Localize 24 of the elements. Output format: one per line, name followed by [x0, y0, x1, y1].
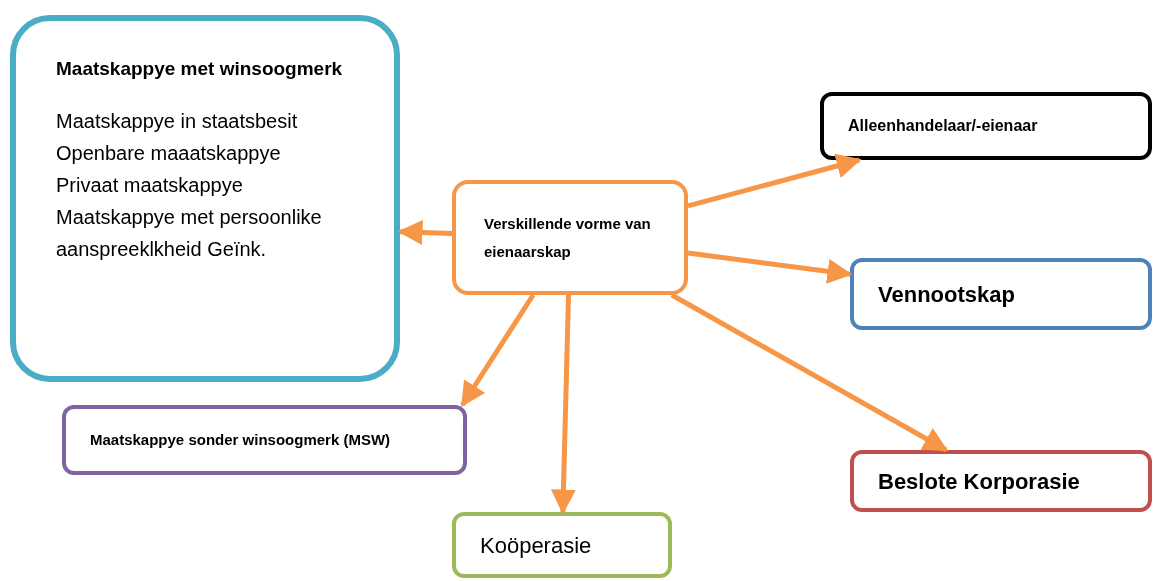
arrow [687, 153, 862, 209]
arrow [397, 219, 453, 245]
arrow [670, 292, 949, 453]
box-text: Maatskappye sonder winsoogmerk (MSW) [90, 429, 392, 450]
box-heading: Maatskappye met winsoogmerk [56, 57, 344, 81]
category-box [452, 512, 672, 578]
box-text: Maatskappye met persoonlike aanspreeklkheid Geïnk. [56, 205, 323, 262]
arrow [687, 250, 853, 284]
box-text: Alleenhandelaar/-eienaar [848, 116, 1039, 136]
center-box [452, 180, 688, 295]
category-box [62, 405, 467, 475]
category-box [10, 15, 400, 382]
category-box [850, 258, 1152, 330]
category-box [850, 450, 1152, 512]
box-text: Verskillende vorme van eienaarskap [484, 213, 652, 262]
box-text: Maatskappye in staatsbesit [56, 109, 299, 134]
box-text: Koöperasie [480, 531, 593, 560]
arrow [460, 293, 536, 408]
box-text: Openbare maaatskappye [56, 141, 282, 166]
box-text: Beslote Korporasie [878, 467, 1081, 496]
box-text: Vennootskap [878, 280, 1016, 309]
box-text: Privaat maatskappye [56, 173, 244, 198]
arrow [550, 294, 576, 515]
category-box [820, 92, 1152, 160]
